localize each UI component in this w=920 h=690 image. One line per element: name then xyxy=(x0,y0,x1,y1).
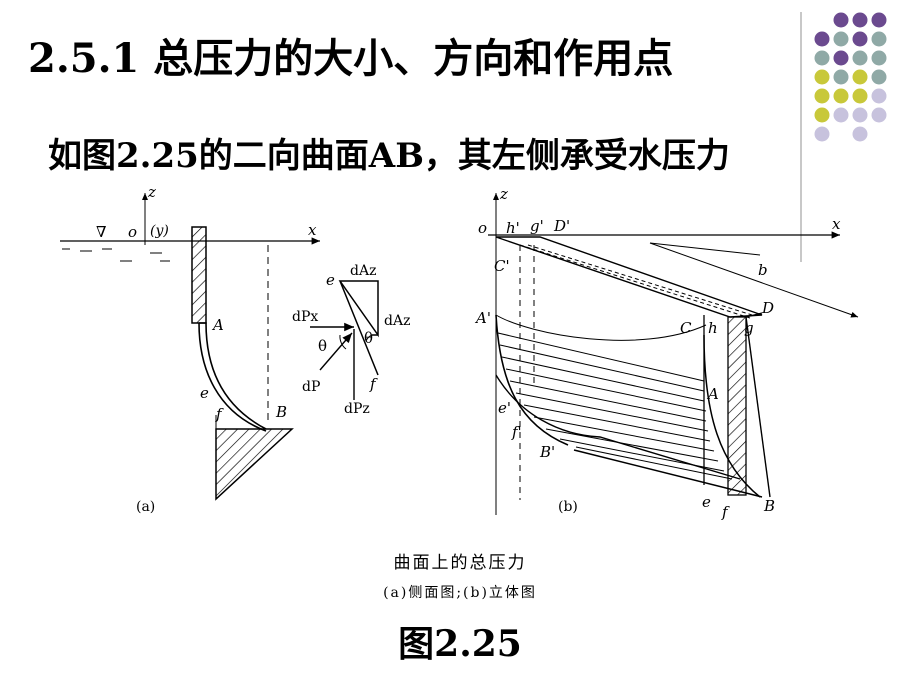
label-b-f-prime: f' xyxy=(511,423,522,441)
figure-number: 图2.25 xyxy=(398,623,522,665)
curved-surface-ab xyxy=(199,322,267,430)
label-b-o: o xyxy=(478,219,487,237)
label-b-x: x xyxy=(832,215,841,233)
figure-caption: 曲面上的总压力 xyxy=(393,553,527,573)
label-e: e xyxy=(200,384,209,402)
figure-subcaption: (a)侧面图;(b)立体图 xyxy=(383,585,537,601)
decorative-dot xyxy=(852,69,868,85)
label-f2: f xyxy=(369,375,378,393)
decorative-dot xyxy=(814,31,830,47)
label-b-C-prime: C' xyxy=(494,257,510,275)
label-dPx: dPx xyxy=(292,309,318,325)
decorative-dot xyxy=(852,88,868,104)
decorative-dot xyxy=(871,12,887,28)
decorative-dot xyxy=(871,31,887,47)
decorative-dot xyxy=(814,107,830,123)
decorative-dot xyxy=(833,31,849,47)
label-nabla: ∇ xyxy=(96,223,106,241)
label-b-h-prime: h' xyxy=(506,219,520,237)
force-triangle-detail: e dAz dAz dPx θ θ f dP dPz xyxy=(292,263,410,417)
decorative-dot xyxy=(833,107,849,123)
label-b-z: z xyxy=(499,185,508,203)
figure-a-side-view: z x ∇ o (y) A B e f (a) e dAz dAz dPx θ … xyxy=(60,185,410,515)
decorative-dot xyxy=(852,126,868,142)
label-x: x xyxy=(308,221,317,239)
label-A: A xyxy=(211,316,224,334)
decorative-dot xyxy=(871,88,887,104)
label-dAz-top: dAz xyxy=(350,263,376,279)
decorative-rule xyxy=(800,12,802,262)
figure-2-25: z x ∇ o (y) A B e f (a) e dAz dAz dPx θ … xyxy=(60,185,859,521)
label-b-g: g xyxy=(744,319,754,337)
decorative-dot xyxy=(852,31,868,47)
label-b-B: B xyxy=(763,497,775,515)
label-z: z xyxy=(147,185,156,201)
decorative-dot xyxy=(871,50,887,66)
label-theta-1: θ xyxy=(318,337,327,355)
label-dAz-side: dAz xyxy=(384,313,410,329)
decorative-dot xyxy=(814,88,830,104)
panel-label-a: (a) xyxy=(136,499,155,515)
decorative-dot-grid xyxy=(814,12,887,142)
right-hatched-face xyxy=(727,316,747,496)
label-dPz: dPz xyxy=(344,401,370,417)
label-e2: e xyxy=(326,271,335,289)
panel-label-b: (b) xyxy=(558,499,578,515)
slide-subtitle: 如图2.25的二向曲面AB，其左侧承受水压力 xyxy=(48,136,730,176)
decorative-dot xyxy=(814,126,830,142)
label-f: f xyxy=(215,405,224,423)
label-b-h: h xyxy=(708,319,718,337)
label-b-A-prime: A' xyxy=(474,309,491,327)
decorative-dot xyxy=(871,107,887,123)
decorative-dot xyxy=(871,69,887,85)
label-b-D-prime: D' xyxy=(553,217,570,235)
decorative-dot xyxy=(814,50,830,66)
label-b-C: C xyxy=(680,319,692,337)
label-b-e: e xyxy=(702,493,711,511)
label-b-B-prime: B' xyxy=(539,443,555,461)
label-b-A: A xyxy=(706,385,719,403)
pressure-body xyxy=(215,428,294,501)
label-b-b: b xyxy=(758,261,768,279)
decorative-dot xyxy=(852,12,868,28)
decorative-dot xyxy=(833,50,849,66)
label-theta-2: θ xyxy=(364,329,373,347)
label-b-f: f xyxy=(721,503,730,521)
decorative-dot xyxy=(833,69,849,85)
decorative-dot xyxy=(814,69,830,85)
label-b-g-prime: g' xyxy=(530,217,544,235)
slide-title: 2.5.1 总压力的大小、方向和作用点 xyxy=(28,35,674,82)
label-B: B xyxy=(275,403,287,421)
decorative-dot xyxy=(833,12,849,28)
gate-plate xyxy=(191,226,207,324)
label-y: (y) xyxy=(150,223,169,239)
decorative-dot xyxy=(852,50,868,66)
decorative-dot xyxy=(852,107,868,123)
label-dP: dP xyxy=(302,379,320,395)
label-o: o xyxy=(128,223,137,241)
label-b-D: D xyxy=(761,299,774,317)
label-b-e-prime: e' xyxy=(498,399,511,417)
decorative-dot xyxy=(833,88,849,104)
figure-b-3d-view: z x o h' g' D' C' A' C h g D b A e' f' B… xyxy=(474,185,859,521)
